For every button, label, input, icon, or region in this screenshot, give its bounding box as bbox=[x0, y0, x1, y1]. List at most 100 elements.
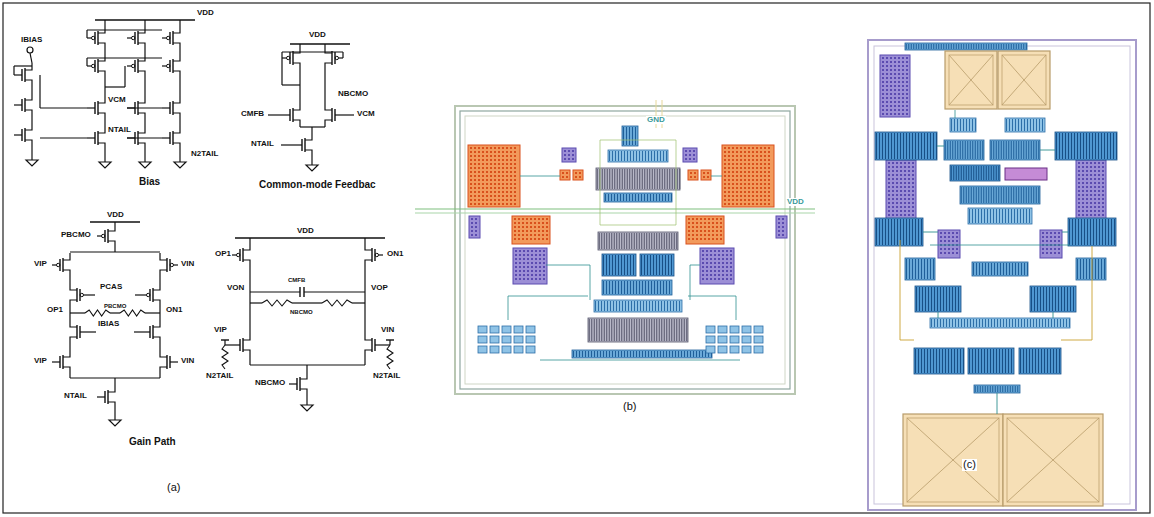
gate-lead bbox=[97, 396, 105, 397]
finger bbox=[996, 166, 997, 180]
via bbox=[1086, 190, 1088, 192]
finger bbox=[644, 233, 645, 249]
gate-plate bbox=[169, 60, 170, 72]
via bbox=[527, 254, 529, 256]
finger bbox=[981, 187, 982, 203]
via bbox=[956, 240, 958, 242]
gate-plate bbox=[149, 289, 150, 301]
via bbox=[736, 203, 738, 205]
wire bbox=[127, 137, 162, 138]
via bbox=[546, 230, 548, 232]
via bbox=[522, 230, 524, 232]
drain bbox=[108, 224, 115, 231]
wire bbox=[13, 66, 14, 75]
finger bbox=[601, 233, 602, 249]
finger bbox=[1003, 187, 1004, 203]
via bbox=[756, 199, 758, 201]
via bbox=[748, 151, 750, 153]
via bbox=[498, 159, 500, 161]
finger bbox=[983, 166, 984, 180]
via bbox=[700, 222, 702, 224]
finger bbox=[915, 259, 916, 279]
finger bbox=[921, 44, 922, 49]
via bbox=[890, 93, 892, 95]
via bbox=[1090, 202, 1092, 204]
via bbox=[1086, 194, 1088, 196]
via bbox=[514, 226, 516, 228]
finger bbox=[960, 141, 961, 159]
via bbox=[712, 230, 714, 232]
source bbox=[305, 150, 312, 157]
via bbox=[902, 65, 904, 67]
via bbox=[904, 166, 906, 168]
via bbox=[562, 176, 564, 178]
finger bbox=[1003, 141, 1004, 159]
wire bbox=[144, 120, 145, 126]
device-block bbox=[604, 193, 672, 202]
finger bbox=[601, 319, 602, 341]
via bbox=[530, 234, 532, 236]
via bbox=[696, 230, 698, 232]
finger bbox=[1006, 44, 1007, 49]
finger bbox=[631, 301, 632, 311]
via bbox=[708, 238, 710, 240]
finger bbox=[658, 301, 659, 311]
via bbox=[890, 105, 892, 107]
via bbox=[1078, 186, 1080, 188]
finger bbox=[696, 351, 697, 357]
via bbox=[1098, 174, 1100, 176]
finger bbox=[966, 44, 967, 49]
via bbox=[1102, 210, 1104, 212]
via bbox=[752, 191, 754, 193]
via bbox=[543, 278, 545, 280]
finger bbox=[671, 194, 672, 201]
via bbox=[526, 234, 528, 236]
via bbox=[892, 170, 894, 172]
via bbox=[724, 147, 726, 149]
finger bbox=[633, 151, 634, 161]
finger bbox=[967, 141, 968, 159]
via bbox=[736, 171, 738, 173]
via bbox=[896, 166, 898, 168]
finger bbox=[619, 301, 620, 311]
via bbox=[486, 183, 488, 185]
gate-plate bbox=[334, 109, 335, 121]
finger bbox=[661, 319, 662, 341]
via bbox=[748, 159, 750, 161]
via bbox=[486, 199, 488, 201]
via bbox=[531, 254, 533, 256]
via bbox=[902, 113, 904, 115]
finger bbox=[678, 351, 679, 357]
gate-lead bbox=[232, 344, 240, 345]
via bbox=[890, 109, 892, 111]
finger bbox=[968, 44, 969, 49]
via bbox=[527, 250, 529, 252]
via bbox=[685, 154, 687, 156]
via bbox=[728, 195, 730, 197]
finger bbox=[988, 187, 989, 203]
source bbox=[153, 300, 160, 307]
finger bbox=[666, 319, 667, 341]
finger bbox=[1114, 219, 1115, 245]
via bbox=[475, 222, 477, 224]
via bbox=[1102, 190, 1104, 192]
via bbox=[519, 250, 521, 252]
finger bbox=[647, 194, 648, 201]
drain bbox=[173, 54, 180, 61]
current-source-port bbox=[27, 47, 33, 53]
via bbox=[478, 155, 480, 157]
via bbox=[956, 252, 958, 254]
via bbox=[906, 73, 908, 75]
via bbox=[904, 190, 906, 192]
gate-lead bbox=[232, 254, 237, 255]
finger bbox=[928, 44, 929, 49]
metal-route bbox=[688, 296, 736, 320]
resistor-symbol bbox=[85, 310, 110, 316]
finger bbox=[975, 119, 976, 131]
finger bbox=[1092, 133, 1093, 159]
via bbox=[890, 69, 892, 71]
via bbox=[510, 159, 512, 161]
finger bbox=[686, 319, 687, 341]
wire bbox=[352, 302, 365, 303]
finger bbox=[1031, 287, 1032, 311]
